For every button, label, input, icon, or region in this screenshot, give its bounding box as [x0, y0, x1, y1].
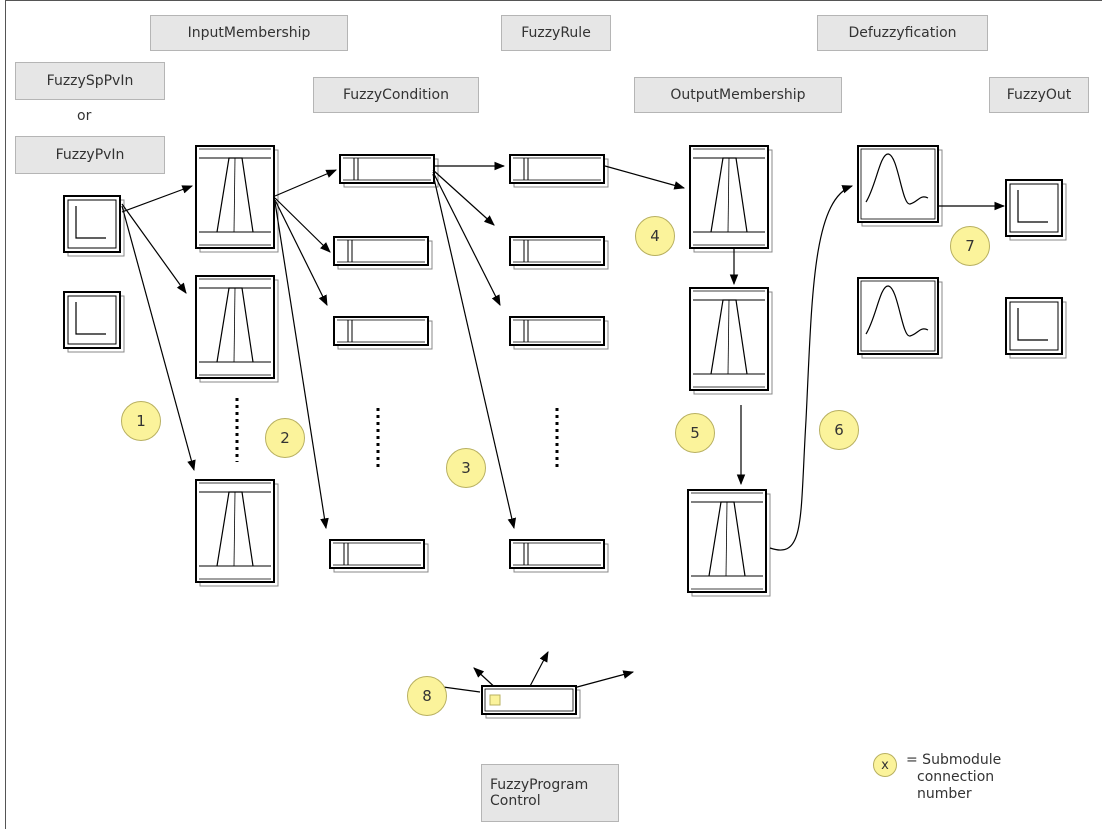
output-membership-block-3	[687, 489, 771, 597]
badge-connection-7: 7	[950, 226, 990, 266]
label-fuzzy-program-control-line1: FuzzyProgram	[490, 777, 589, 793]
badge-connection-3: 3	[446, 448, 486, 488]
label-fuzzy-program-control-line2: Control	[490, 793, 541, 809]
label-fuzzy-rule: FuzzyRule	[501, 15, 611, 51]
input-block-1	[63, 195, 125, 257]
label-defuzzyfication: Defuzzyfication	[817, 15, 988, 51]
label-fuzzy-sp-pv-in: FuzzySpPvIn	[15, 62, 165, 100]
output-block-1	[1005, 179, 1067, 241]
label-fuzzy-condition: FuzzyCondition	[313, 77, 479, 113]
rule-block-1	[509, 154, 609, 188]
label-output-membership: OutputMembership	[634, 77, 842, 113]
badge-connection-2: 2	[265, 418, 305, 458]
diagram-frame	[5, 0, 1102, 829]
rule-block-4	[509, 539, 609, 573]
input-block-2	[63, 291, 125, 353]
legend-line-2: connection	[917, 769, 995, 785]
badge-connection-5: 5	[675, 413, 715, 453]
input-membership-block-1	[195, 145, 279, 253]
label-fuzzy-out: FuzzyOut	[989, 77, 1089, 113]
output-membership-block-1	[689, 145, 773, 253]
label-fuzzy-pv-in: FuzzyPvIn	[15, 136, 165, 174]
badge-connection-6: 6	[819, 410, 859, 450]
legend-badge: x	[873, 753, 897, 777]
legend-line-3: number	[917, 786, 972, 802]
legend-line-1: = Submodule	[906, 752, 1002, 768]
badge-connection-8: 8	[407, 676, 447, 716]
condition-block-4	[329, 539, 429, 573]
rule-block-3	[509, 316, 609, 350]
label-fuzzy-program-control: FuzzyProgram Control	[481, 764, 619, 822]
condition-block-3	[333, 316, 433, 350]
program-control-block	[481, 685, 581, 719]
input-membership-block-3	[195, 479, 279, 587]
defuzzy-block-1	[857, 145, 943, 227]
condition-block-1	[339, 154, 439, 188]
rule-block-2	[509, 236, 609, 270]
badge-connection-4: 4	[635, 216, 675, 256]
output-membership-block-2	[689, 287, 773, 395]
output-block-2	[1005, 297, 1067, 359]
input-membership-block-2	[195, 275, 279, 383]
condition-block-2	[333, 236, 433, 270]
badge-connection-1: 1	[121, 401, 161, 441]
label-or: or	[77, 108, 92, 124]
defuzzy-block-2	[857, 277, 943, 359]
legend-text: = Submodule connection number	[906, 752, 1001, 803]
label-input-membership: InputMembership	[150, 15, 348, 51]
